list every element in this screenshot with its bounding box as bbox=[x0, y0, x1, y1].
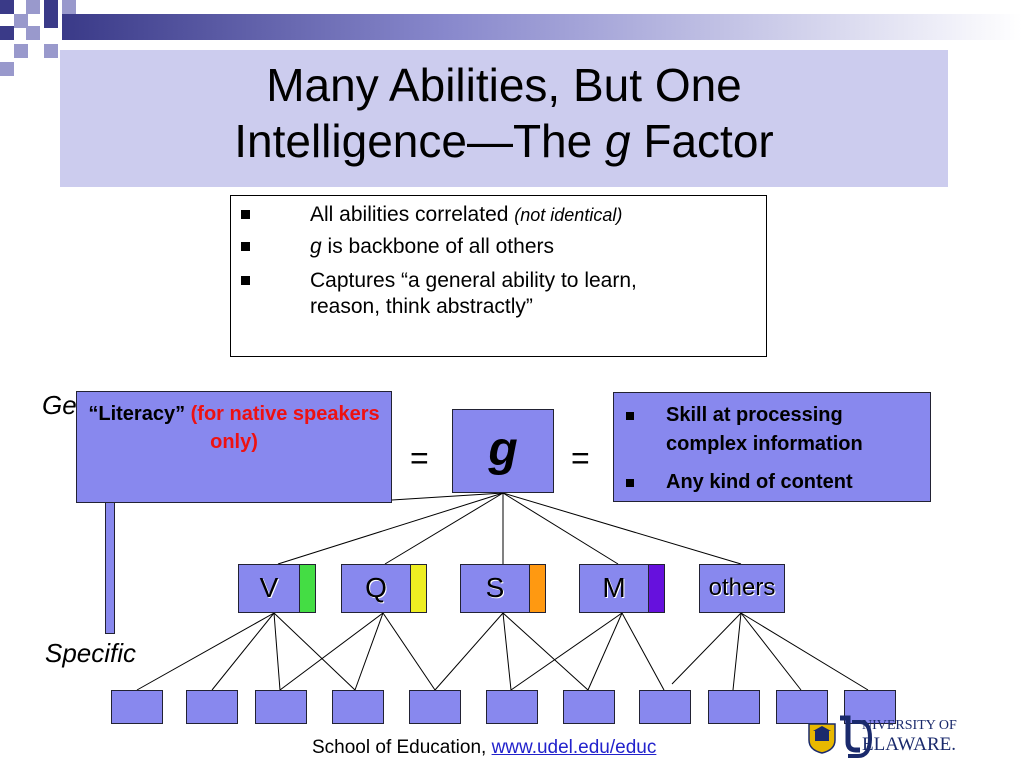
ability-box-s: S bbox=[460, 564, 530, 613]
footer: School of Education, www.udel.edu/educ bbox=[312, 737, 656, 759]
ud-monogram-icon bbox=[840, 715, 873, 758]
ability-box-v: V bbox=[238, 564, 300, 613]
connector-line bbox=[671, 612, 742, 685]
corner-square bbox=[14, 14, 28, 28]
bullet-3-line-2: reason, think abstractly” bbox=[310, 295, 533, 318]
bullet-item: All abilities correlated (not identical) bbox=[241, 202, 761, 228]
general-label: Ge bbox=[42, 390, 77, 420]
literacy-note: (for native speakers only) bbox=[190, 403, 380, 453]
footer-link[interactable]: www.udel.edu/educ bbox=[491, 737, 657, 758]
ability-color-strip bbox=[529, 564, 546, 613]
literacy-box: “Literacy” (for native speakers only) bbox=[76, 391, 392, 503]
logo-line-1: NIVERSITY OF bbox=[862, 718, 957, 733]
connector-line bbox=[277, 492, 504, 565]
connector-line bbox=[502, 492, 742, 565]
connector-line bbox=[434, 612, 504, 691]
bullet-item: g is backbone of all others bbox=[241, 234, 761, 260]
bullet-square-icon bbox=[241, 242, 250, 251]
skill-item-1: Skill at processing complex information bbox=[666, 404, 863, 455]
ability-color-strip bbox=[410, 564, 427, 613]
connector-line bbox=[354, 612, 384, 691]
literacy-quote: “Literacy” bbox=[88, 403, 191, 425]
connector-line bbox=[136, 612, 275, 691]
specific-ability-box bbox=[776, 690, 828, 724]
connector-line bbox=[211, 612, 275, 691]
corner-square bbox=[44, 0, 58, 14]
corner-square bbox=[44, 14, 58, 28]
logo-line-2: ELAWARE. bbox=[862, 734, 956, 755]
specific-ability-box bbox=[486, 690, 538, 724]
general-specific-bar bbox=[105, 496, 115, 634]
connector-line bbox=[279, 612, 384, 691]
corner-square bbox=[26, 0, 40, 14]
title-g-italic: g bbox=[605, 115, 631, 167]
specific-ability-box bbox=[708, 690, 760, 724]
skill-item: Skill at processing complex information bbox=[626, 401, 926, 459]
connector-line bbox=[502, 492, 619, 565]
bullet-item: Captures “a general ability to learn, rea… bbox=[241, 268, 761, 320]
connector-line bbox=[502, 612, 512, 691]
specific-ability-box bbox=[844, 690, 896, 724]
footer-text: School of Education, bbox=[312, 737, 492, 758]
connector-line bbox=[502, 612, 589, 691]
bullet-3-line-1: Captures “a general ability to learn, bbox=[310, 269, 637, 292]
bullet-box: All abilities correlated (not identical)… bbox=[230, 195, 767, 357]
bullet-2-g: g bbox=[310, 235, 322, 258]
g-factor-box: g bbox=[452, 409, 554, 493]
bullet-square-icon bbox=[626, 479, 634, 487]
connector-line bbox=[732, 612, 742, 691]
specific-ability-box bbox=[332, 690, 384, 724]
title-line-2-start: Intelligence—The bbox=[234, 115, 605, 167]
ability-box-q: Q bbox=[341, 564, 411, 613]
corner-square bbox=[0, 62, 14, 76]
specific-ability-box bbox=[409, 690, 461, 724]
bullet-1-text: All abilities correlated bbox=[310, 203, 515, 226]
connector-line bbox=[587, 612, 623, 691]
university-logo: NIVERSITY OF ELAWARE. bbox=[838, 714, 962, 760]
corner-square bbox=[14, 44, 28, 58]
university-seal-icon bbox=[808, 723, 836, 754]
connector-line bbox=[740, 612, 802, 691]
connector-line bbox=[510, 612, 623, 691]
specific-ability-box bbox=[255, 690, 307, 724]
corner-square bbox=[26, 26, 40, 40]
specific-ability-box bbox=[563, 690, 615, 724]
skill-item: Any kind of content bbox=[626, 468, 926, 497]
connector-line bbox=[740, 612, 869, 691]
specific-ability-box bbox=[111, 690, 163, 724]
bullet-square-icon bbox=[626, 412, 634, 420]
connector-line bbox=[273, 612, 281, 691]
ability-color-strip bbox=[299, 564, 316, 613]
connector-line bbox=[382, 612, 436, 691]
equals-sign-left: = bbox=[410, 440, 429, 476]
specific-label: Specific bbox=[45, 638, 137, 668]
title-line-1: Many Abilities, But One bbox=[266, 59, 742, 111]
skill-box: Skill at processing complex information … bbox=[613, 392, 931, 502]
connector-line bbox=[273, 612, 356, 691]
ability-box-m: M bbox=[579, 564, 649, 613]
specific-ability-box bbox=[186, 690, 238, 724]
title-line-2-end: Factor bbox=[630, 115, 774, 167]
equals-sign-right: = bbox=[571, 440, 590, 476]
connector-line bbox=[621, 612, 665, 691]
ability-box-others: others bbox=[699, 564, 785, 613]
ability-color-strip bbox=[648, 564, 665, 613]
specific-ability-box bbox=[639, 690, 691, 724]
connector-line bbox=[391, 492, 504, 501]
corner-square bbox=[0, 0, 14, 14]
connector-line bbox=[384, 492, 504, 565]
corner-square bbox=[0, 26, 14, 40]
bullet-square-icon bbox=[241, 210, 250, 219]
title-line-2: Intelligence—The g Factor bbox=[60, 113, 948, 169]
title-band bbox=[60, 50, 948, 187]
bullet-square-icon bbox=[241, 276, 250, 285]
bullet-1-italic: (not identical) bbox=[514, 205, 623, 225]
slide-title: Many Abilities, But One Intelligence—The… bbox=[60, 57, 948, 169]
corner-square bbox=[44, 44, 58, 58]
top-rule bbox=[62, 14, 1022, 40]
corner-square bbox=[62, 0, 76, 14]
skill-item-2: Any kind of content bbox=[666, 471, 853, 493]
bullet-2-text: is backbone of all others bbox=[321, 235, 554, 258]
